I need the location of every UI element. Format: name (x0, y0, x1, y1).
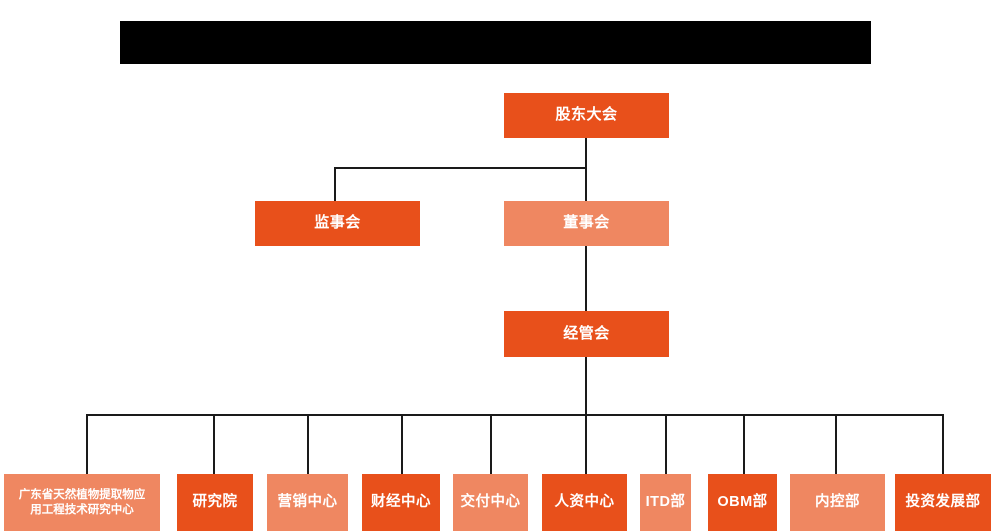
node-label-board-of-directors: 董事会 (563, 214, 610, 232)
node-delivery-center[interactable]: 交付中心 (453, 474, 528, 531)
node-label-marketing-center: 营销中心 (277, 494, 338, 511)
connector-to-board-of-supervisors (334, 167, 336, 201)
connector-management-to-departments (585, 357, 587, 415)
node-shareholders-meeting[interactable]: 股东大会 (504, 93, 669, 138)
connector-drop-itd-department (665, 414, 667, 474)
node-label-internal-control-department: 内控部 (815, 494, 860, 511)
node-board-of-supervisors[interactable]: 监事会 (255, 201, 420, 246)
connector-directors-to-management (585, 243, 587, 311)
node-label-itd-department: ITD部 (645, 494, 686, 511)
redacted-title-bar (120, 21, 871, 64)
node-label-finance-center: 财经中心 (371, 494, 431, 511)
connector-drop-research-institute (213, 414, 215, 474)
node-label-line1: 广东省天然植物提取物应 (18, 489, 146, 502)
node-internal-control-department[interactable]: 内控部 (790, 474, 885, 531)
node-label-shareholders-meeting: 股东大会 (555, 106, 618, 124)
connector-drop-internal-control-department (835, 414, 837, 474)
node-label-board-of-supervisors: 监事会 (314, 214, 361, 232)
connector-drop-finance-center (401, 414, 403, 474)
connector-shareholders-to-junction (585, 138, 587, 169)
node-label-investment-development-department: 投资发展部 (905, 494, 981, 511)
connector-horizontal-departments (86, 414, 944, 416)
node-label-guangdong-research-center: 广东省天然植物提取物应 用工程技术研究中心 (19, 488, 146, 517)
node-label-management-committee: 经管会 (563, 324, 610, 342)
connector-drop-investment-development-department (942, 414, 944, 474)
node-label-hr-center: 人资中心 (554, 494, 615, 511)
node-itd-department[interactable]: ITD部 (640, 474, 691, 531)
node-obm-department[interactable]: OBM部 (708, 474, 777, 531)
connector-drop-obm-department (743, 414, 745, 474)
node-board-of-directors[interactable]: 董事会 (504, 201, 669, 246)
connector-drop-guangdong-research-center (86, 414, 88, 474)
node-hr-center[interactable]: 人资中心 (542, 474, 627, 531)
connector-to-board-of-directors (585, 167, 587, 201)
node-label-obm-department: OBM部 (717, 494, 768, 511)
node-investment-development-department[interactable]: 投资发展部 (895, 474, 991, 531)
connector-drop-marketing-center (307, 414, 309, 474)
connector-drop-delivery-center (490, 414, 492, 474)
node-label-line2: 用工程技术研究中心 (30, 503, 134, 516)
connector-horizontal-level2 (334, 167, 587, 169)
node-management-committee[interactable]: 经管会 (504, 311, 669, 357)
node-guangdong-research-center[interactable]: 广东省天然植物提取物应 用工程技术研究中心 (4, 474, 160, 531)
node-label-delivery-center: 交付中心 (460, 494, 521, 511)
node-marketing-center[interactable]: 营销中心 (267, 474, 348, 531)
node-label-research-institute: 研究院 (192, 494, 238, 511)
node-research-institute[interactable]: 研究院 (177, 474, 253, 531)
connector-drop-hr-center (585, 414, 587, 474)
node-finance-center[interactable]: 财经中心 (362, 474, 440, 531)
